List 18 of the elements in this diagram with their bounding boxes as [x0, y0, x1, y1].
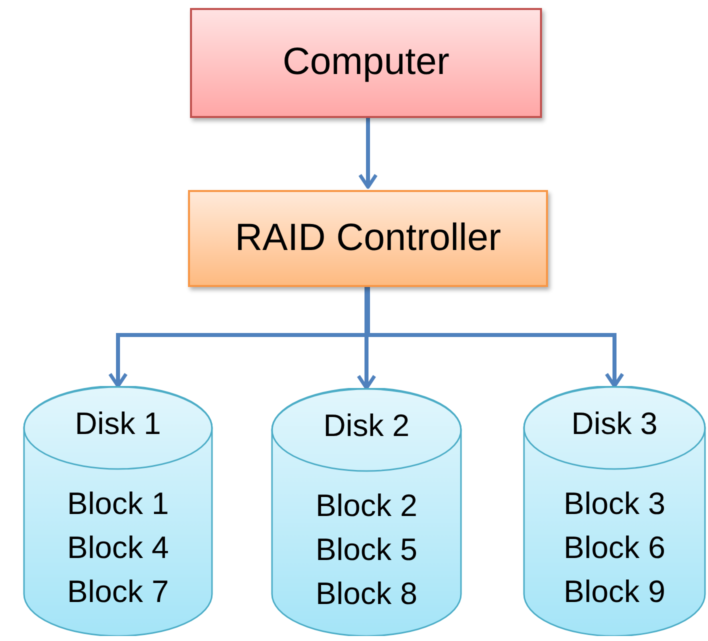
block-label: Block 5 [316, 531, 418, 569]
block-label: Block 2 [316, 487, 418, 525]
block-label: Block 3 [564, 485, 666, 523]
block-label: Block 9 [564, 573, 666, 611]
arrow [358, 118, 378, 189]
block-label: Block 6 [564, 529, 666, 567]
disk-label: Disk 2 [323, 410, 410, 441]
box-label: Computer [282, 40, 450, 86]
disk-label: Disk 3 [571, 408, 658, 439]
box-label: RAID Controller [234, 216, 502, 261]
block-label: Block 1 [67, 485, 169, 523]
block-label: Block 4 [67, 529, 169, 567]
process-box [190, 8, 542, 118]
process-box [188, 190, 548, 287]
block-label: Block 7 [67, 573, 169, 611]
block-label: Block 8 [316, 575, 418, 613]
disk-label: Disk 1 [74, 408, 162, 439]
arrow [356, 287, 376, 390]
